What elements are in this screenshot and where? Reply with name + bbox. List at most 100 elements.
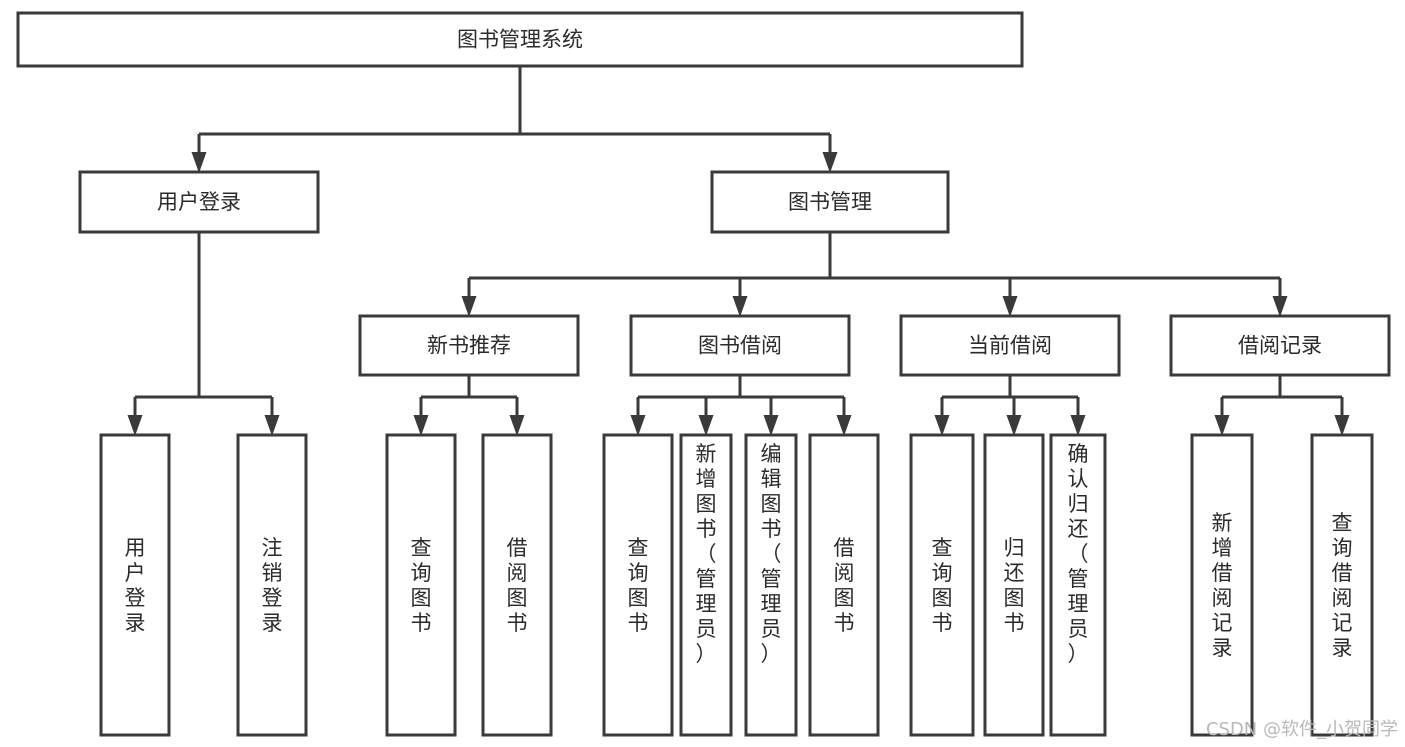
node-box-leaf-user-login xyxy=(99,433,171,737)
edge-e-bookborrow-borrow xyxy=(836,397,852,436)
node-box-leaf-query-book-rec xyxy=(385,433,457,737)
arrow-head-e-bookmanage-currentborrow xyxy=(1002,296,1018,317)
node-leaf-confirm-return[interactable]: 确认归还（管理员） xyxy=(1049,433,1107,737)
node-box-leaf-confirm-return xyxy=(1049,433,1107,737)
node-label-root: 图书管理系统 xyxy=(457,28,583,52)
node-label-new-book-rec: 新书推荐 xyxy=(427,334,511,358)
edge-e-root-userlogin xyxy=(191,134,207,173)
arrow-head-e-newbookrec-borrow xyxy=(509,415,525,436)
node-label-book-borrow: 图书借阅 xyxy=(698,334,782,358)
edge-e-bookborrow-query xyxy=(630,397,646,436)
edges-layer xyxy=(127,66,1350,436)
arrow-head-e-bookmanage-borrowrecord xyxy=(1272,296,1288,317)
node-label-leaf-add-record: 新增借阅记录 xyxy=(1212,511,1233,660)
edge-e-bookmanage-currentborrow xyxy=(1002,278,1018,317)
node-box-leaf-add-record xyxy=(1190,433,1254,737)
edge-e-newbookrec-query xyxy=(413,397,429,436)
node-label-leaf-logout-login: 注销登录 xyxy=(262,536,283,635)
node-box-leaf-edit-book xyxy=(744,433,798,737)
edge-e-bookborrow-edit xyxy=(763,397,779,436)
node-label-leaf-edit-book: 编辑图书（管理员） xyxy=(761,442,782,666)
node-label-user-login: 用户登录 xyxy=(157,190,241,214)
node-box-leaf-borrow-book-rec xyxy=(481,433,553,737)
node-box-new-book-rec xyxy=(358,314,580,377)
node-label-leaf-query-book-cur: 查询图书 xyxy=(932,536,953,635)
node-leaf-add-record[interactable]: 新增借阅记录 xyxy=(1190,433,1254,737)
node-label-leaf-query-record: 查询借阅记录 xyxy=(1332,511,1353,660)
node-leaf-return-book[interactable]: 归还图书 xyxy=(983,433,1045,737)
node-current-borrow[interactable]: 当前借阅 xyxy=(899,314,1121,377)
arrow-head-e-bookmanage-bookborrow xyxy=(732,296,748,317)
node-box-user-login xyxy=(78,170,320,234)
arrow-head-e-currentborrow-query xyxy=(934,415,950,436)
node-label-leaf-user-login: 用户登录 xyxy=(125,536,146,635)
edge-e-currentborrow-return xyxy=(1006,397,1022,436)
edge-e-currentborrow-query xyxy=(934,397,950,436)
node-label-leaf-confirm-return: 确认归还（管理员） xyxy=(1068,442,1089,666)
node-leaf-borrow-book-rec[interactable]: 借阅图书 xyxy=(481,433,553,737)
arrow-head-e-bookborrow-borrow xyxy=(836,415,852,436)
edge-e-bookmanage-newbookrec xyxy=(461,278,477,317)
arrow-head-e-bookborrow-edit xyxy=(763,415,779,436)
arrow-head-e-bookmanage-newbookrec xyxy=(461,296,477,317)
node-label-leaf-borrow-book: 借阅图书 xyxy=(834,536,855,635)
node-book-borrow[interactable]: 图书借阅 xyxy=(629,314,851,377)
node-box-book-manage xyxy=(710,170,950,234)
node-leaf-query-book-cur[interactable]: 查询图书 xyxy=(909,433,975,737)
arrow-head-e-borrowrecord-add xyxy=(1214,415,1230,436)
arrow-head-e-bookborrow-query xyxy=(630,415,646,436)
node-new-book-rec[interactable]: 新书推荐 xyxy=(358,314,580,377)
nodes-layer: 图书管理系统用户登录图书管理新书推荐图书借阅当前借阅借阅记录用户登录注销登录查询… xyxy=(16,11,1391,737)
node-book-manage[interactable]: 图书管理 xyxy=(710,170,950,234)
edge-e-userlogin-leaflogout xyxy=(264,397,280,436)
arrow-head-e-bookborrow-add xyxy=(698,415,714,436)
node-leaf-query-book-rec[interactable]: 查询图书 xyxy=(385,433,457,737)
node-box-book-borrow xyxy=(629,314,851,377)
node-label-leaf-add-book: 新增图书（管理员） xyxy=(696,442,717,666)
edge-e-bookborrow-add xyxy=(698,397,714,436)
edge-e-userlogin-leafuserlogin xyxy=(127,397,143,436)
watermark-label: CSDN @软件_小贺同学 xyxy=(1206,719,1398,740)
edge-e-borrowrecord-add xyxy=(1214,397,1230,436)
node-leaf-add-book[interactable]: 新增图书（管理员） xyxy=(679,433,733,737)
arrow-head-e-currentborrow-return xyxy=(1006,415,1022,436)
node-label-borrow-record: 借阅记录 xyxy=(1238,334,1322,358)
node-leaf-logout-login[interactable]: 注销登录 xyxy=(236,433,308,737)
node-label-current-borrow: 当前借阅 xyxy=(968,334,1052,358)
arrow-head-e-newbookrec-query xyxy=(413,415,429,436)
node-leaf-edit-book[interactable]: 编辑图书（管理员） xyxy=(744,433,798,737)
arrow-head-e-borrowrecord-query xyxy=(1334,415,1350,436)
node-label-leaf-borrow-book-rec: 借阅图书 xyxy=(507,536,528,635)
arrow-head-e-root-userlogin xyxy=(191,152,207,173)
node-box-borrow-record xyxy=(1169,314,1391,377)
node-box-leaf-query-record xyxy=(1310,433,1374,737)
edge-e-currentborrow-confirm xyxy=(1070,397,1086,436)
node-borrow-record[interactable]: 借阅记录 xyxy=(1169,314,1391,377)
node-leaf-user-login[interactable]: 用户登录 xyxy=(99,433,171,737)
node-label-leaf-query-book-borrow: 查询图书 xyxy=(628,536,649,635)
node-label-book-manage: 图书管理 xyxy=(788,190,872,214)
edge-e-borrowrecord-query xyxy=(1334,397,1350,436)
arrow-head-e-userlogin-leaflogout xyxy=(264,415,280,436)
node-leaf-borrow-book[interactable]: 借阅图书 xyxy=(808,433,880,737)
node-leaf-query-record[interactable]: 查询借阅记录 xyxy=(1310,433,1374,737)
node-user-login[interactable]: 用户登录 xyxy=(78,170,320,234)
edge-e-newbookrec-borrow xyxy=(509,397,525,436)
edge-e-root-bookmanage xyxy=(822,134,838,173)
arrow-head-e-currentborrow-confirm xyxy=(1070,415,1086,436)
node-box-leaf-return-book xyxy=(983,433,1045,737)
node-box-leaf-logout-login xyxy=(236,433,308,737)
arrow-head-e-root-bookmanage xyxy=(822,152,838,173)
node-box-current-borrow xyxy=(899,314,1121,377)
node-box-leaf-borrow-book xyxy=(808,433,880,737)
node-label-leaf-query-book-rec: 查询图书 xyxy=(411,536,432,635)
edge-e-bookmanage-borrowrecord xyxy=(1272,278,1288,317)
arrow-head-e-userlogin-leafuserlogin xyxy=(127,415,143,436)
node-leaf-query-book-borrow[interactable]: 查询图书 xyxy=(602,433,674,737)
node-box-leaf-query-book-borrow xyxy=(602,433,674,737)
node-box-root xyxy=(16,11,1024,68)
node-root[interactable]: 图书管理系统 xyxy=(16,11,1024,68)
node-label-leaf-return-book: 归还图书 xyxy=(1004,536,1025,635)
